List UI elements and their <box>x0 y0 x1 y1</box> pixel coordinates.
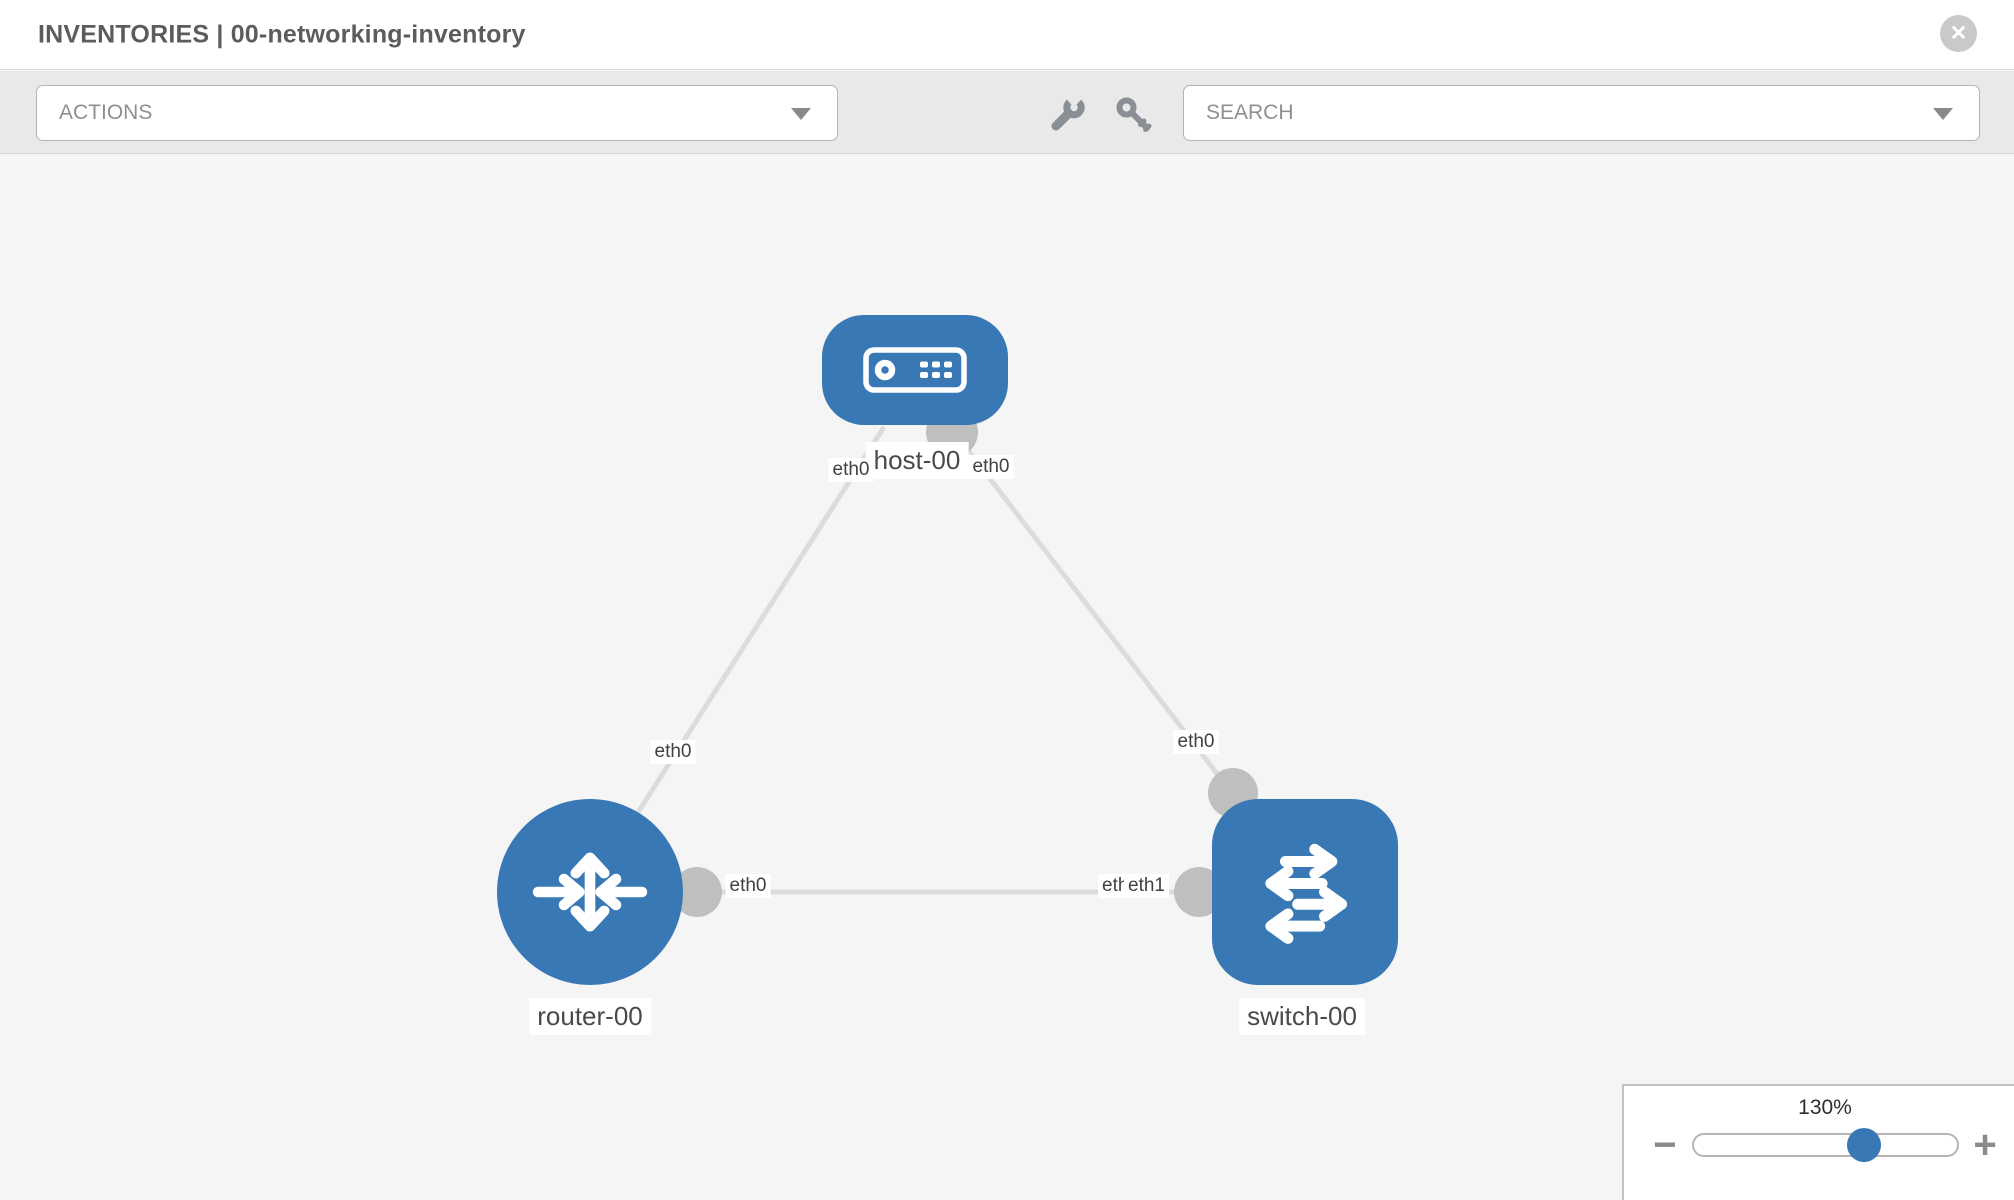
key-button[interactable] <box>1114 95 1154 135</box>
interface-label-switch-overlap: eth0 eth1 <box>1098 874 1208 900</box>
close-button[interactable]: ✕ <box>1940 15 1977 52</box>
router-icon <box>532 852 648 932</box>
zoom-slider-track[interactable] <box>1692 1133 1959 1157</box>
wrench-icon <box>1051 99 1085 131</box>
link-host-00-router-00 <box>618 425 887 841</box>
node-switch-00[interactable] <box>1212 799 1398 985</box>
plus-icon: + <box>1973 1123 1997 1167</box>
search-dropdown-label: SEARCH <box>1206 101 1294 124</box>
zoom-slider-thumb[interactable] <box>1847 1128 1881 1162</box>
zoom-panel: 130% − + <box>1622 1084 2014 1200</box>
node-label-host-00: host-00 <box>865 442 969 479</box>
wrench-button[interactable] <box>1046 95 1086 135</box>
toolbar: ACTIONS SEARCH <box>0 71 2014 154</box>
node-label-switch-00: switch-00 <box>1239 998 1365 1035</box>
page-header: INVENTORIES | 00-networking-inventory ✕ <box>0 0 2014 70</box>
zoom-out-button[interactable]: − <box>1653 1125 1676 1165</box>
page-title: INVENTORIES | 00-networking-inventory <box>38 20 526 48</box>
host-icon <box>863 347 967 393</box>
close-icon: ✕ <box>1949 22 1968 45</box>
actions-dropdown[interactable]: ACTIONS <box>36 85 838 141</box>
key-icon <box>1116 97 1152 132</box>
node-label-router-00: router-00 <box>529 998 651 1035</box>
topology-canvas[interactable]: host-00 router-00 switch-00 eth0 eth0 et… <box>0 155 2014 1200</box>
interface-label-host-eth0-left: eth0 <box>828 458 874 482</box>
search-dropdown[interactable]: SEARCH <box>1183 85 1980 141</box>
node-host-00[interactable] <box>822 315 1008 425</box>
interface-label-router-eth0-uplink: eth0 <box>650 740 696 764</box>
interface-label-router-eth0: eth0 <box>725 874 771 898</box>
node-router-00[interactable] <box>497 799 683 985</box>
actions-dropdown-label: ACTIONS <box>59 101 153 124</box>
interface-label-switch-eth0: eth0 <box>1173 730 1219 754</box>
chevron-down-icon <box>1933 107 1953 120</box>
links-layer <box>618 425 1260 895</box>
switch-icon <box>1265 843 1348 944</box>
interface-label-switch-eth1: eth1 <box>1124 874 1169 898</box>
minus-icon: − <box>1653 1123 1677 1167</box>
zoom-level: 130% <box>1798 1096 1852 1119</box>
chevron-down-icon <box>791 107 811 120</box>
zoom-in-button[interactable]: + <box>1973 1125 1996 1165</box>
interface-label-host-eth0-right: eth0 <box>968 455 1014 479</box>
